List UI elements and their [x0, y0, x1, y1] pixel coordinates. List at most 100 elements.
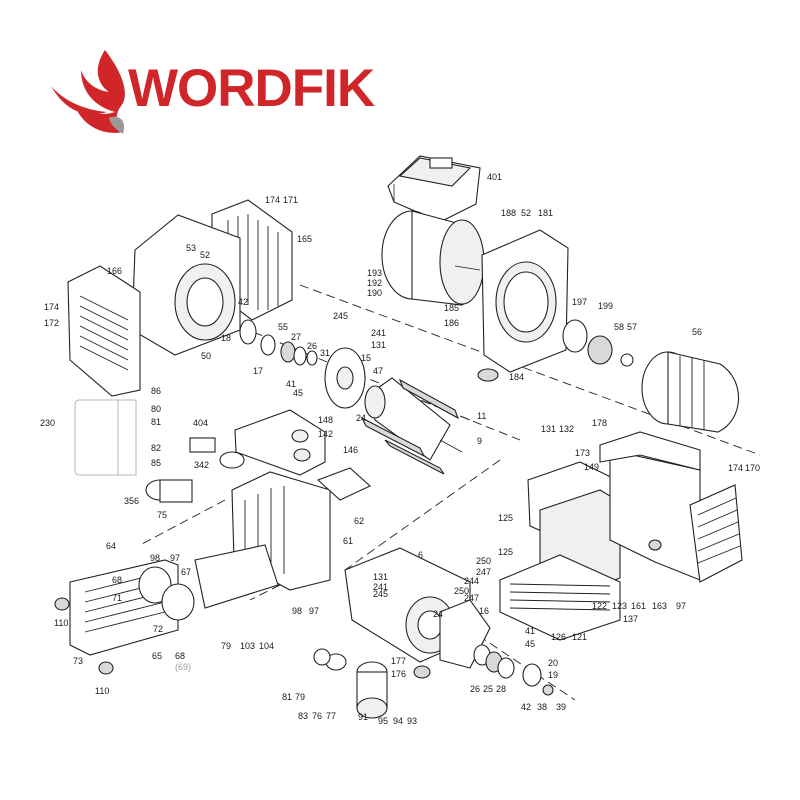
part-label: 61 — [343, 536, 353, 546]
part-label: 174 — [44, 302, 59, 312]
part-121-cooler-core — [499, 554, 621, 641]
part-label: 173 — [575, 448, 590, 458]
part-label: 178 — [592, 418, 607, 428]
part-label: 17 — [253, 366, 263, 376]
part-label: 16 — [479, 606, 489, 616]
part-label: 93 — [407, 716, 417, 726]
part-label: 165 — [297, 234, 312, 244]
part-label: 65 — [152, 651, 162, 661]
part-label: 126 — [551, 632, 566, 642]
part-label: 244 — [464, 576, 479, 586]
part-label: 404 — [193, 418, 208, 428]
part-label: 42 — [521, 702, 531, 712]
part-label: 245 — [333, 311, 348, 321]
part-label: 174 — [265, 195, 280, 205]
part-56-fan-wheel — [641, 351, 740, 433]
part-197-coupling — [562, 319, 634, 367]
part-label: 250 — [476, 556, 491, 566]
part-label: 132 — [559, 424, 574, 434]
part-label: 77 — [326, 711, 336, 721]
part-label: 131 — [541, 424, 556, 434]
part-label: 250 — [454, 586, 469, 596]
part-label: 73 — [73, 656, 83, 666]
part-label: 197 — [572, 297, 587, 307]
part-label: 41 — [286, 379, 296, 389]
part-label: 121 — [572, 632, 587, 642]
part-label: 11 — [477, 411, 486, 421]
part-label: 171 — [283, 195, 298, 205]
part-label: 104 — [259, 641, 274, 651]
part-label: 52 — [521, 208, 531, 218]
part-15-end-plate — [324, 347, 366, 409]
part-176-damper — [413, 665, 431, 679]
part-label: 41 — [525, 626, 535, 636]
part-label: 98 — [292, 606, 302, 616]
part-166-grille — [67, 265, 141, 397]
part-label: 50 — [201, 351, 211, 361]
part-181-motor-flange — [481, 229, 569, 373]
part-label: 247 — [464, 593, 479, 603]
part-label: 57 — [627, 322, 637, 332]
part-label: 26 — [307, 341, 317, 351]
part-label: 62 — [354, 516, 364, 526]
part-label: 80 — [151, 404, 161, 414]
part-label: 94 — [393, 716, 403, 726]
part-label: 75 — [157, 510, 167, 520]
part-motor — [381, 210, 485, 306]
part-label: 131 — [373, 572, 388, 582]
part-label: 199 — [598, 301, 613, 311]
part-label: 177 — [391, 656, 406, 666]
part-bearing-seals — [239, 319, 318, 366]
part-label: 103 — [240, 641, 255, 651]
part-label: 230 — [40, 418, 55, 428]
part-label: 146 — [343, 445, 358, 455]
part-label: 193 — [367, 268, 382, 278]
part-label: 245 — [373, 589, 388, 599]
part-label: 170 — [745, 463, 760, 473]
part-label: 163 — [652, 601, 667, 611]
part-label: 72 — [153, 624, 163, 634]
part-24-rotor — [364, 377, 463, 461]
part-label: 79 — [295, 692, 305, 702]
part-label: 166 — [107, 266, 122, 276]
part-label: 68 — [112, 575, 122, 585]
part-label: 176 — [391, 669, 406, 679]
part-label: 184 — [509, 372, 524, 382]
part-184-foot — [477, 368, 499, 382]
part-label: 123 — [612, 601, 627, 611]
part-label: 24 — [433, 609, 443, 619]
part-401-terminal-box — [387, 155, 481, 223]
part-label: 20 — [548, 658, 558, 668]
part-label: 190 — [367, 288, 382, 298]
part-label: 247 — [476, 567, 491, 577]
part-label: 42 — [238, 297, 248, 307]
part-148-manifold — [234, 409, 326, 476]
part-label: 125 — [498, 513, 513, 523]
part-label: 148 — [318, 415, 333, 425]
part-label: 56 — [692, 327, 702, 337]
part-230-ghost — [74, 399, 137, 476]
part-label: 181 — [538, 208, 553, 218]
part-label: 53 — [186, 243, 196, 253]
brand-name: WORDFIK — [128, 59, 375, 118]
part-label: 356 — [124, 496, 139, 506]
part-label: 79 — [221, 641, 231, 651]
part-123-frame — [599, 431, 701, 471]
part-50-pump-cover — [131, 214, 241, 356]
part-11-vanes — [360, 378, 460, 475]
part-label: 47 — [373, 366, 383, 376]
part-146-gasket — [316, 467, 371, 501]
part-label: 68 — [175, 651, 185, 661]
part-label: 71 — [112, 593, 122, 603]
part-label: 186 — [444, 318, 459, 328]
part-label: 81 — [151, 417, 161, 427]
part-label: 91 — [358, 712, 368, 722]
part-label: 86 — [151, 386, 161, 396]
part-label: 401 — [487, 172, 502, 182]
part-label: (69) — [175, 662, 191, 672]
wordfik-logo — [51, 50, 125, 134]
part-356-75-motor-small — [145, 479, 193, 503]
part-label: 19 — [548, 670, 558, 680]
part-91-filter — [313, 648, 388, 719]
part-label: 55 — [278, 322, 288, 332]
